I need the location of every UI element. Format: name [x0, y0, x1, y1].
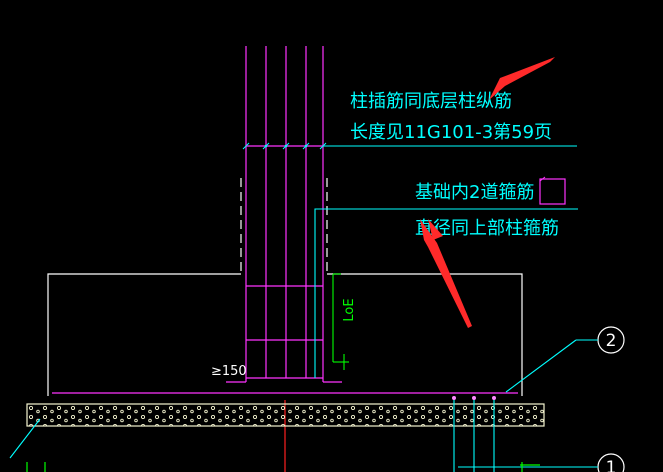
footing-outline	[47, 273, 523, 396]
anchor-bolts	[453, 398, 495, 472]
column-face-dashed	[240, 178, 328, 272]
column-rebars	[226, 46, 342, 383]
bottom-green-markers	[26, 462, 540, 472]
rebar-section-dots	[264, 144, 308, 148]
anchorage-dimension-label: LoE	[342, 298, 357, 321]
note-stirrups-line2: 直径同上部柱箍筋	[415, 218, 559, 239]
bedding-leader	[9, 418, 41, 459]
leader-lines	[314, 145, 578, 378]
stirrup-symbol-box	[539, 178, 566, 205]
column-stirrups-upper	[246, 145, 323, 341]
svg-text:1: 1	[606, 458, 617, 472]
min-spacing-label: ≥150	[211, 364, 247, 379]
note-stirrups-line1: 基础内2道箍筋	[415, 182, 534, 203]
red-arrow-icon	[420, 57, 555, 328]
grid-bubble-1: 1	[458, 453, 625, 472]
note-column-bars-line2: 长度见11G101-3第59页	[350, 122, 552, 143]
anchorage-dimension	[332, 273, 349, 370]
grid-bubble-2: 2	[505, 326, 625, 393]
note-column-bars-line1: 柱插筋同底层柱纵筋	[350, 91, 512, 112]
svg-text:2: 2	[606, 331, 617, 351]
bedding-layer	[26, 403, 545, 427]
